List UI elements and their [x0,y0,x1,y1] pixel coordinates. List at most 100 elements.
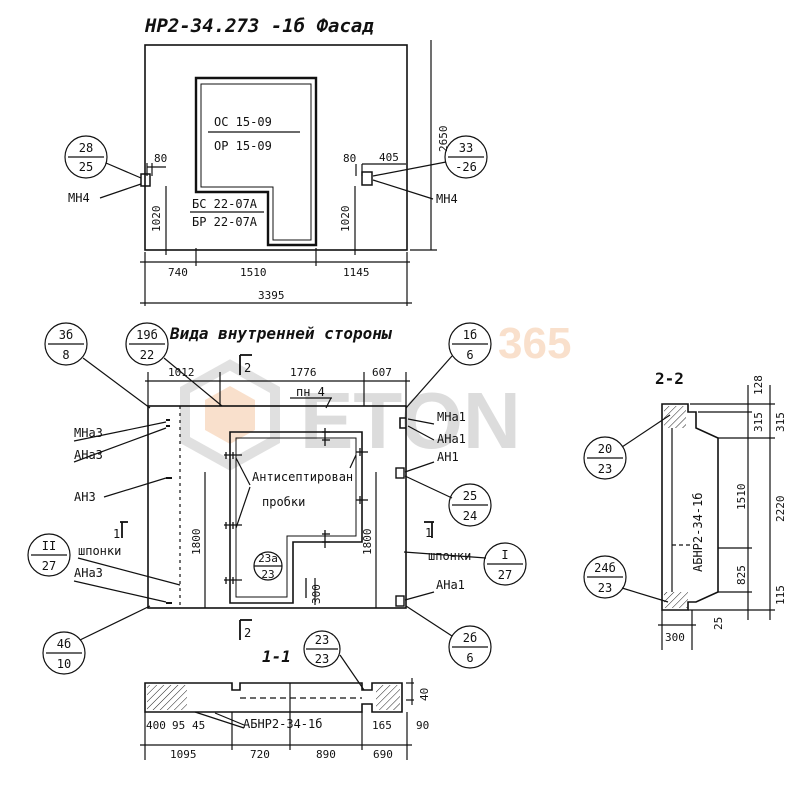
dim-740: 740 [168,266,188,279]
dim-1510-section: 1510 [735,484,748,511]
callout-1b: 1б [463,328,477,342]
callout-23-s22-top: 23 [598,462,612,476]
opening-label-top: ОС 15-09 [214,115,272,129]
callout-20: 20 [598,442,612,456]
label-mn4-left: МН4 [68,191,90,205]
dim-2220: 2220 [774,496,787,523]
dim-2650: 2650 [437,126,450,153]
callout-23a: 23а [258,552,278,565]
callout-6-top: 6 [466,348,473,362]
callout-25-24: 25 24 [404,475,492,527]
dim-128: 128 [752,375,765,395]
section-1-1: 1-1 23 23 АБНР2-34-1б 400 95 45 165 90 4… [140,630,431,761]
section-mark-2-bottom: 2 [244,626,251,640]
callout-23-s22-bottom: 23 [598,581,612,595]
callout-4b: 4б [57,637,71,651]
inner-panel-outline [147,405,407,609]
section-2-2-profile [661,403,719,611]
section-2-2-title: 2-2 [655,369,684,388]
dim-40: 40 [418,688,431,701]
callout-27-left: 27 [42,559,56,573]
callout-23-bottom: 23 [315,652,329,666]
label-pn4: пн 4 [296,385,325,399]
dim-3395: 3395 [258,289,285,302]
callout-circle-33-26 [444,135,488,179]
callout-33: 33 [459,141,473,155]
callout-24b-23: 24б 23 [583,555,669,603]
callout-10: 10 [57,657,71,671]
callout-6-bottom: 6 [466,651,473,665]
dim-400: 400 [146,719,166,732]
dim-405: 405 [379,151,399,164]
label-shponki-right: шпонки [428,549,471,563]
section-2-2-label: АБНР2-34-1б [691,493,705,572]
dim-300-inner: 300 [310,584,323,604]
section-1-1-label: АБНР2-34-1б [243,717,322,731]
callout-2b: 2б [463,631,477,645]
label-mna1: МНа1 [437,410,466,424]
section-1-1-profile [144,682,403,713]
facade-panel-outline [144,44,408,251]
callout-2b-6: 2б 6 [405,605,492,669]
callout-circle-28-25 [64,135,108,179]
dim-690: 690 [373,748,393,761]
dim-1800-left: 1800 [190,529,203,556]
dim-1020-left: 1020 [150,206,163,233]
label-mn4-right: МН4 [436,192,458,206]
callout-20-23: 20 23 [583,414,671,480]
label-antiseptic-1: Антисептирован [252,470,353,484]
section-2-2: 2-2 АБНР2-34-1б 128 315 315 1510 2220 82… [583,369,787,650]
inner-opening [229,431,363,604]
inner-side-view: Вида внутренней стороны 1012 1776 607 2 … [27,322,527,675]
facade-view: НР2-34.273 -1б Фасад ОС 15-09 ОР 15-09 Б… [64,15,488,306]
callout-I-27: I 27 [483,542,527,586]
label-shponki-left: шпонки [78,544,121,558]
callout-circle-23-23 [303,630,341,668]
callout-19b: 19б [136,328,158,342]
watermark: 365 ETON [180,319,571,471]
watermark-number: 365 [498,319,571,368]
dim-300-section: 300 [665,631,685,644]
dim-80-left: 80 [154,152,167,165]
wood-plugs [224,428,368,598]
embedded-part-right [361,171,373,186]
callout-II-27: II 27 [27,533,71,577]
callout-28: 28 [79,141,93,155]
dim-315-a: 315 [752,412,765,432]
dim-1800-right: 1800 [361,529,374,556]
callout-23-top: 23 [315,633,329,647]
balcony-label-bottom: БР 22-07А [192,215,258,229]
dim-315-b: 315 [774,412,787,432]
section-mark-2-top: 2 [244,361,251,375]
label-ana1-bottom: АНа1 [436,578,465,592]
dim-80-right: 80 [343,152,356,165]
dim-1020-right: 1020 [339,206,352,233]
dim-1095: 1095 [170,748,197,761]
inner-view-title: Вида внутренней стороны [169,324,393,343]
facade-title: НР2-34.273 -1б Фасад [144,15,374,37]
callout-3b: 3б [59,328,73,342]
callout-25: 25 [79,160,93,174]
callout-19b-22: 19б 22 [125,322,223,407]
watermark-logo-icon [180,359,280,471]
dim-90: 90 [416,719,429,732]
section-1-1-title: 1-1 [262,647,291,666]
label-ana1-top: АНа1 [437,432,466,446]
callout-I: I [501,548,508,562]
callout-8: 8 [62,348,69,362]
callout-II: II [42,539,56,553]
callout-27-right: 27 [498,568,512,582]
callout-3b-8: 3б 8 [44,322,151,409]
dim-890: 890 [316,748,336,761]
callout-22: 22 [140,348,154,362]
dim-45: 45 [192,719,205,732]
callout-24b: 24б [594,561,616,575]
callout-1b-6: 1б 6 [405,322,492,409]
callout-25-inner: 25 [463,489,477,503]
callout-minus-26: -26 [455,160,477,174]
dim-825: 825 [735,565,748,585]
dim-95: 95 [172,719,185,732]
opening-label-bottom: ОР 15-09 [214,139,272,153]
